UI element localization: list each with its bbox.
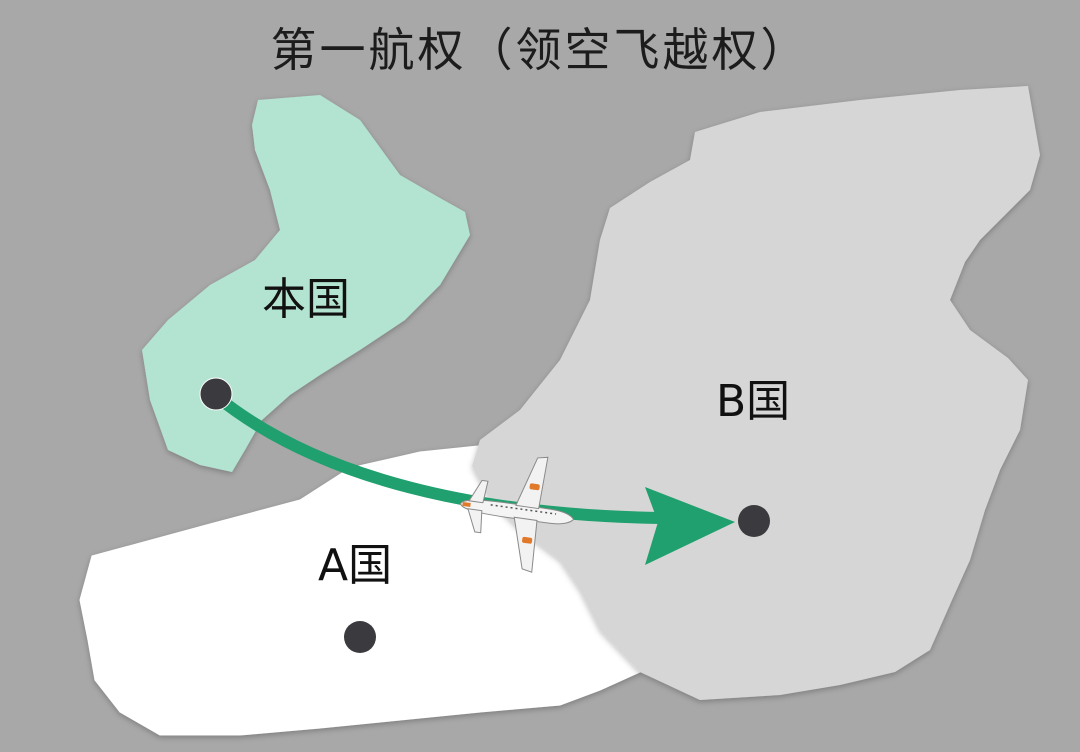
airplane-icon — [460, 456, 575, 573]
home-country-label: 本国 — [262, 274, 350, 325]
country-a-label: A国 — [318, 540, 393, 591]
flight-path-arrowhead — [645, 487, 735, 565]
country-a-city-dot — [344, 621, 376, 653]
diagram-title: 第一航权（领空飞越权） — [270, 23, 810, 77]
home-city-dot — [199, 377, 233, 411]
country-a-region — [79, 445, 641, 736]
home-country-region — [142, 95, 470, 472]
country-b-label: B国 — [716, 376, 791, 427]
flight-path-arrow-shaft — [210, 390, 666, 524]
country-b-region — [472, 86, 1040, 700]
country-b-city-dot — [738, 505, 770, 537]
